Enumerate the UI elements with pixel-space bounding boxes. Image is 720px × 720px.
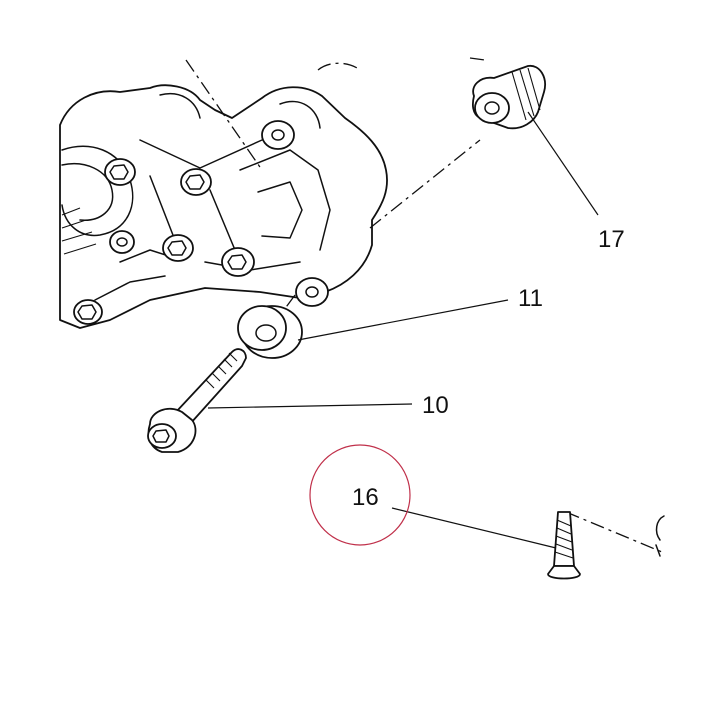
- leader-lines: [207, 111, 599, 549]
- leader-16: [391, 507, 557, 549]
- callout-11: 11: [518, 285, 543, 312]
- part-17-sleeve: [472, 65, 546, 130]
- caliper-housing: [59, 84, 388, 329]
- leader-10: [207, 403, 413, 409]
- hex-bolt-middle: [162, 234, 194, 262]
- hex-bolt-upper-left: [104, 158, 136, 186]
- callout-10: 10: [422, 392, 449, 419]
- partial-part-right-edge: [655, 515, 665, 557]
- leader-17: [527, 111, 599, 216]
- part-10-cap-screw: [147, 348, 247, 453]
- mount-hole-left: [109, 230, 135, 254]
- callout-17: 17: [598, 226, 625, 253]
- mount-hole-upper-right: [261, 120, 295, 150]
- mount-hole-lower-right: [295, 277, 329, 307]
- hex-bolt-lower-left: [73, 299, 103, 325]
- highlight-circle: [309, 444, 411, 546]
- part-11-washer: [237, 305, 303, 359]
- leader-11: [297, 299, 509, 341]
- hex-bolt-upper-center: [180, 168, 212, 196]
- hex-bolt-middle-right: [221, 247, 255, 277]
- part-16-countersunk-screw: [547, 511, 581, 580]
- callout-16: 16: [352, 484, 379, 511]
- caliper-bolt-heads: [73, 120, 329, 325]
